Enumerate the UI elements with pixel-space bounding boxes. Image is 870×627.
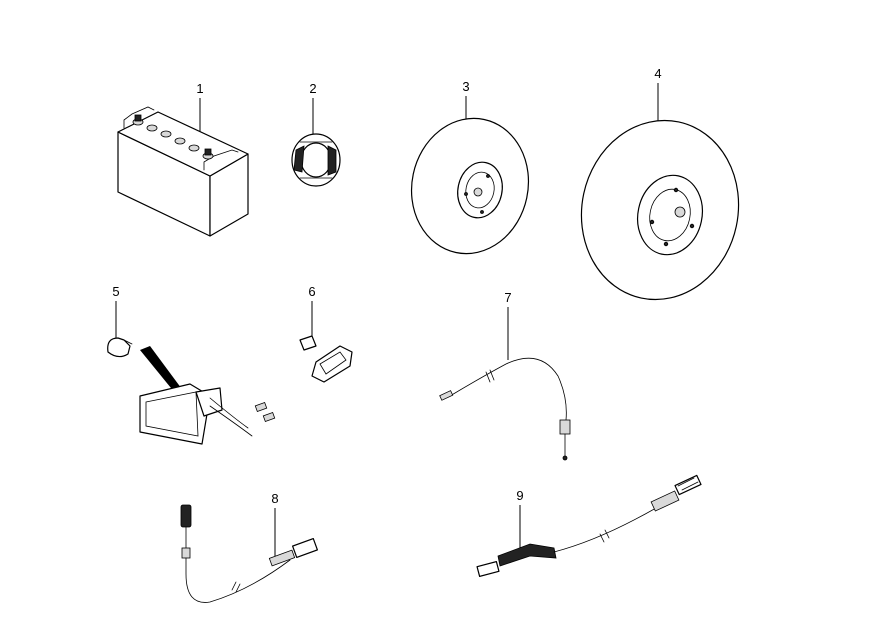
callout-5: 5: [112, 284, 119, 299]
headlight-bulb-part[interactable]: 5: [107, 284, 276, 445]
brake-shoe-part[interactable]: 2: [291, 81, 341, 187]
callout-4: 4: [654, 66, 661, 81]
cable-7-part[interactable]: 7: [439, 290, 571, 461]
callout-6: 6: [308, 284, 315, 299]
callout-8: 8: [271, 491, 278, 506]
small-wheel-part[interactable]: 3: [399, 79, 541, 265]
cable-9-part[interactable]: 9: [476, 474, 702, 578]
callout-2: 2: [309, 81, 316, 96]
cable-8-part[interactable]: 8: [180, 491, 318, 603]
large-wheel-part[interactable]: 4: [565, 66, 755, 314]
indicator-bulb-part[interactable]: 6: [299, 284, 353, 383]
battery-part[interactable]: 1: [117, 81, 249, 237]
callout-7: 7: [504, 290, 511, 305]
callout-9: 9: [516, 488, 523, 503]
callout-3: 3: [462, 79, 469, 94]
callout-1: 1: [196, 81, 203, 96]
